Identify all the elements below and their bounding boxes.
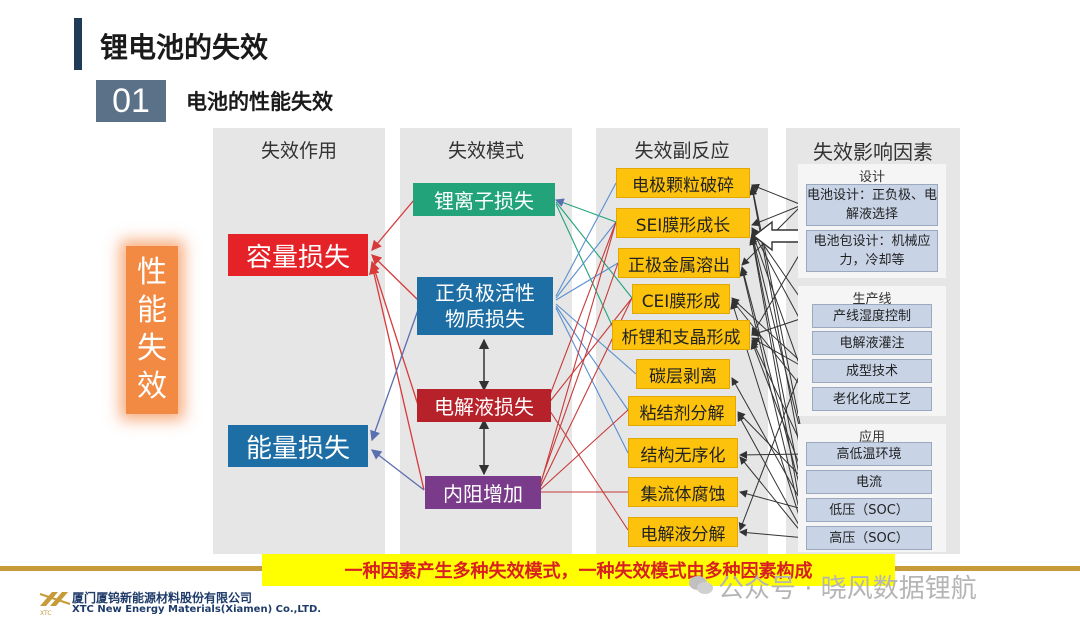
perf-char: 失 — [137, 331, 167, 366]
active-material-loss-line1: 正负极活性 — [435, 281, 535, 305]
design-factor-title: 设计 — [858, 170, 885, 185]
factor-current: 电流 — [806, 470, 932, 494]
factor-forming-technology: 成型技术 — [812, 359, 932, 383]
factor-column-header: 失效影响因素 — [813, 140, 933, 164]
reaction-cathode-metal-dissolution: 正极金属溶出 — [618, 248, 740, 278]
active-material-loss-line2: 物质损失 — [445, 307, 525, 331]
reaction-electrode-cracking: 电极颗粒破碎 — [616, 168, 750, 198]
active-material-loss-box: 正负极活性 物质损失 — [417, 277, 553, 335]
effect-column-panel — [213, 128, 385, 554]
title-accent-bar — [74, 18, 82, 70]
page-title: 锂电池的失效 — [100, 31, 269, 64]
factor-temperature: 高低温环境 — [806, 442, 932, 466]
effect-mode-links — [368, 199, 490, 491]
factor-cell-design: 电池设计：正负极、电解液选择 — [806, 184, 938, 226]
company-name-en: XTC New Energy Materials(Xiamen) Co.,LTD… — [72, 604, 322, 615]
mode-column-header: 失效模式 — [447, 140, 524, 162]
factor-aging-formation: 老化化成工艺 — [812, 387, 932, 411]
wechat-icon — [689, 576, 713, 594]
reaction-lithium-plating: 析锂和支晶形成 — [612, 320, 750, 350]
company-name-cn: 厦门厦钨新能源材料股份有限公司 — [72, 591, 253, 605]
perf-char: 效 — [137, 369, 167, 404]
perf-char: 能 — [137, 293, 167, 328]
lithium-ion-loss-box: 锂离子损失 — [413, 183, 555, 216]
factor-humidity-control: 产线湿度控制 — [812, 304, 932, 328]
watermark-text: 公众号 · 晓风数据锂航 — [718, 574, 977, 604]
reaction-cei-formation: CEI膜形成 — [632, 284, 730, 314]
application-factor-title: 应用 — [858, 430, 885, 445]
reaction-collector-corrosion: 集流体腐蚀 — [628, 477, 738, 507]
factor-electrolyte-filling: 电解液灌注 — [812, 331, 932, 355]
production-factor-title: 生产线 — [852, 292, 892, 307]
reaction-column-header: 失效副反应 — [634, 140, 730, 162]
company-logo — [39, 592, 71, 606]
effect-column-header: 失效作用 — [260, 140, 337, 162]
factor-low-voltage: 低压（SOC） — [806, 498, 932, 522]
factor-high-voltage: 高压（SOC） — [806, 526, 932, 550]
energy-loss-box: 能量损失 — [228, 425, 368, 467]
perf-char: 性 — [137, 255, 167, 290]
logo-xtc-text: XTC — [40, 610, 52, 617]
footer-gold-line-left — [0, 566, 262, 571]
internal-resistance-increase-box: 内阻增加 — [425, 476, 541, 509]
reaction-sei-growth: SEI膜形成长 — [616, 208, 750, 238]
reaction-electrolyte-decomposition: 电解液分解 — [628, 517, 738, 547]
factor-pack-design: 电池包设计：机械应力，冷却等 — [806, 230, 938, 272]
performance-failure-label: 性 能 失 效 — [126, 246, 178, 414]
reaction-binder-decomposition: 粘结剂分解 — [628, 396, 736, 426]
mode-reaction-links — [539, 182, 637, 531]
section-subtitle: 电池的性能失效 — [186, 90, 333, 114]
electrolyte-loss-box: 电解液损失 — [417, 389, 551, 422]
design-hollow-arrow — [752, 220, 801, 252]
capacity-loss-box: 容量损失 — [228, 234, 368, 276]
section-number: 01 — [96, 80, 166, 122]
footer-gold-line-right — [895, 566, 1080, 571]
reaction-structural-disorder: 结构无序化 — [628, 438, 738, 468]
reaction-carbon-exfoliation: 碳层剥离 — [636, 359, 730, 389]
